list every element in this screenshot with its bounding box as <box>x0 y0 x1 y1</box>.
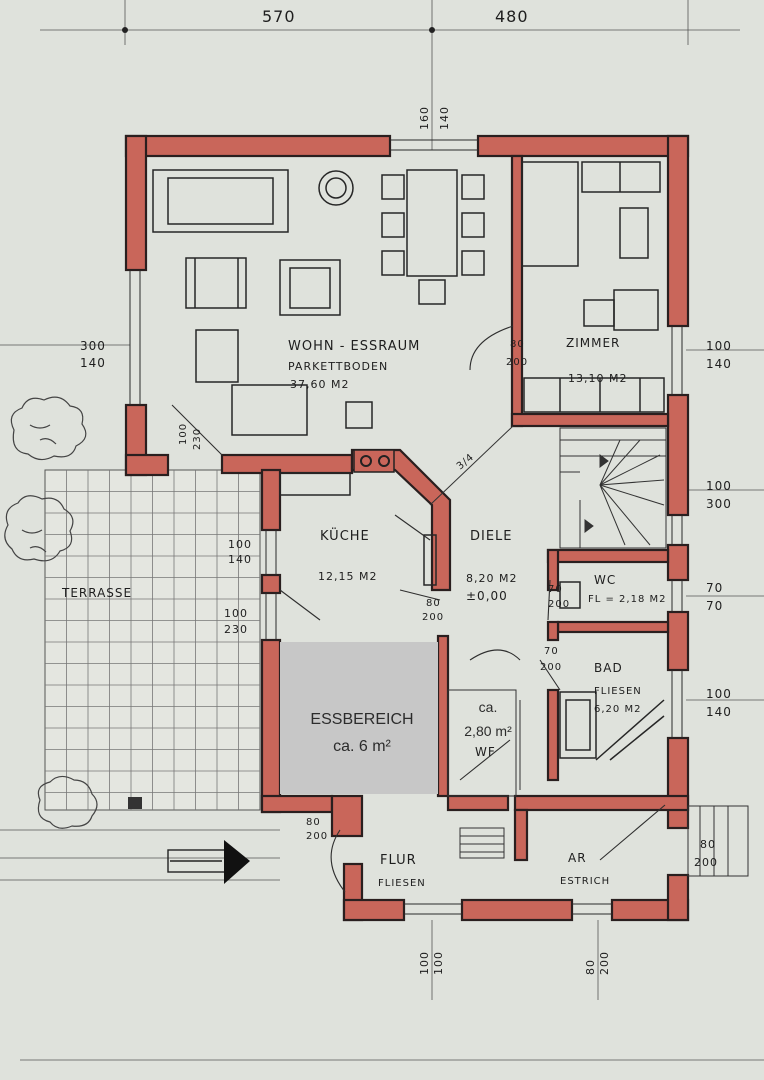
window-glazing <box>129 139 683 915</box>
flur-floor: FLIESEN <box>378 878 426 889</box>
bush-bottom <box>37 775 98 829</box>
opening-dims: 160 140 300 140 100 140 100 300 70 70 10… <box>80 106 732 975</box>
kitchen-counter <box>279 472 437 586</box>
zimmer-bed <box>521 161 661 331</box>
diele-area: 8,20 M2 <box>466 572 517 585</box>
right-upper-dim-1: 100 <box>706 339 732 353</box>
terr-door-dim-1: 100 <box>178 423 189 445</box>
left-upper-dim-1: 300 <box>80 339 106 353</box>
wc-info: FL = 2,18 M2 <box>588 594 667 605</box>
wohn-name: WOHN - ESSRAUM <box>288 339 420 354</box>
flur-door-dim-1: 80 <box>306 817 321 828</box>
diele-door-dim-1: 80 <box>426 598 441 609</box>
terrasse-name: TERRASSE <box>61 586 132 600</box>
wohn-floor: PARKETTBODEN <box>288 360 388 373</box>
bush-top <box>10 396 87 461</box>
kueche-area: 12,15 M2 <box>318 570 377 583</box>
bad-door-dim-2: 200 <box>540 662 562 673</box>
stair-guide <box>429 425 514 506</box>
staircase <box>559 427 667 549</box>
bottom-left-dim-1: 100 <box>418 951 431 975</box>
axis-node <box>429 27 435 33</box>
dining-table <box>381 169 485 305</box>
essbereich-area: ca. 6 m² <box>333 738 391 755</box>
side-right-dim-1: 80 <box>700 838 716 851</box>
side-steps <box>687 805 749 877</box>
wohn-area: 37,60 M2 <box>290 378 349 391</box>
nische-tag: WF <box>475 745 496 759</box>
left-upper-dim-2: 140 <box>80 356 106 370</box>
kueche-win2-dim-2: 230 <box>224 623 248 636</box>
flur-steps <box>459 827 505 859</box>
kueche-win2-dim-1: 100 <box>224 607 248 620</box>
zimmer-door-dim-1: 80 <box>510 339 525 350</box>
walls <box>124 134 690 922</box>
essbereich-name: ESSBEREICH <box>310 711 413 728</box>
entrance-arrow-icon <box>167 840 250 884</box>
bottom-left-dim-2: 100 <box>432 951 445 975</box>
terrace <box>44 469 261 811</box>
zimmer-area: 13,10 M2 <box>568 372 627 385</box>
flur-door-dim-2: 200 <box>306 831 328 842</box>
wc-door-dim-2: 200 <box>548 599 570 610</box>
chimney <box>353 449 395 473</box>
flur-name: FLUR <box>380 853 417 868</box>
bottom-right-dim-1: 80 <box>584 959 597 975</box>
ar-name: AR <box>568 851 587 865</box>
diele-name: DIELE <box>470 529 513 544</box>
essbereich-zone <box>280 642 438 794</box>
bad-door-dim-1: 70 <box>544 646 559 657</box>
wc-name: WC <box>594 573 616 587</box>
bad-area: 6,20 M2 <box>594 704 641 715</box>
bad-fixtures <box>559 691 665 761</box>
top-dim-right: 480 <box>495 7 529 26</box>
bottom-right-dim-2: 200 <box>598 951 611 975</box>
bush-mid <box>4 495 74 562</box>
nische-line1: ca. <box>479 699 498 715</box>
top-dim-left: 570 <box>262 7 296 26</box>
zimmer-name: ZIMMER <box>566 336 620 350</box>
bad-name: BAD <box>594 661 623 675</box>
axis-node <box>122 27 128 33</box>
door-swings <box>171 325 666 893</box>
right-wc-dim-1: 70 <box>706 581 723 595</box>
zimmer-wardrobe <box>523 377 665 413</box>
kueche-win1-dim-2: 140 <box>228 553 252 566</box>
drain-marker <box>128 797 142 809</box>
bad-floor: FLIESEN <box>594 686 642 697</box>
zimmer-door-dim-2: 200 <box>506 357 528 368</box>
right-bad-dim-2: 140 <box>706 705 732 719</box>
round-table <box>318 170 354 206</box>
wc-fixtures <box>559 581 581 609</box>
nische-line2: 2,80 m² <box>464 723 512 739</box>
right-bad-dim-1: 100 <box>706 687 732 701</box>
wc-door-dim-1: 70 <box>548 584 563 595</box>
level-mark: ±0,00 <box>466 589 508 603</box>
top-door-dim-1: 160 <box>418 106 431 130</box>
armchairs <box>185 257 373 436</box>
right-stair-dim-1: 100 <box>706 479 732 493</box>
top-door-dim-2: 140 <box>438 106 451 130</box>
terrace-grid <box>45 470 260 810</box>
terr-door-dim-2: 230 <box>192 428 203 450</box>
diele-door-dim-2: 200 <box>422 612 444 623</box>
kueche-name: KÜCHE <box>320 527 370 544</box>
kueche-win1-dim-1: 100 <box>228 538 252 551</box>
ar-floor: ESTRICH <box>560 876 610 887</box>
nische-area <box>447 689 521 797</box>
side-right-dim-2: 200 <box>694 856 718 869</box>
right-stair-dim-2: 300 <box>706 497 732 511</box>
sofa <box>152 169 289 233</box>
right-wc-dim-2: 70 <box>706 599 723 613</box>
right-upper-dim-2: 140 <box>706 357 732 371</box>
